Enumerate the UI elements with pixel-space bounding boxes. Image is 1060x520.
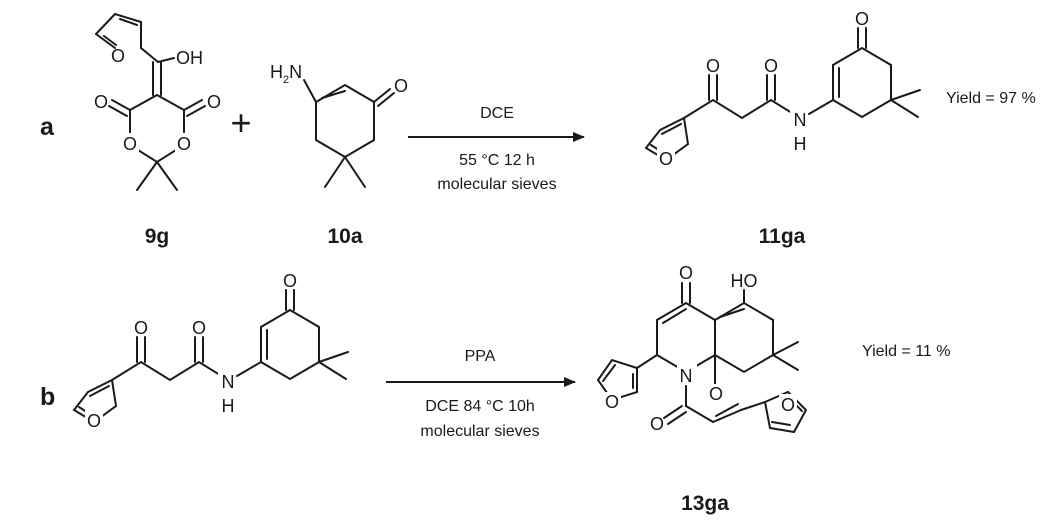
11ga-ring-carbonyl xyxy=(857,27,867,49)
11ga-furan-oxygen: O xyxy=(659,149,673,169)
reaction-a-yield: Yield = 97 % xyxy=(946,90,1036,107)
11ga-furan-ring xyxy=(644,116,690,162)
11ga-ketone xyxy=(708,74,718,101)
13ga-gem-dimethyl xyxy=(772,341,799,371)
molecule-11ga-reactant-b: O O O N H O xyxy=(72,271,349,431)
reaction-a-conditions-line1: 55 °C 12 h xyxy=(459,152,535,169)
10a-cyclohexenone-ring xyxy=(315,83,375,159)
reaction-b-yield: Yield = 11 % xyxy=(862,343,951,360)
10a-gem-dimethyl xyxy=(324,156,366,188)
13ga-furan-oxygen-right: O xyxy=(781,395,795,415)
9g-carbonyl-oxygen-left: O xyxy=(94,92,108,112)
11ga-amide-oxygen: O xyxy=(764,56,778,76)
b-reactant-cyclohexenone-ring xyxy=(260,308,320,381)
13ga-ring-ketone xyxy=(681,282,691,304)
13ga-furan-ring-left xyxy=(596,358,638,402)
compound-label-9g: 9g xyxy=(145,225,170,248)
b-reactant-furan-oxygen: O xyxy=(87,411,101,431)
9g-ring-oxygen-left: O xyxy=(123,134,137,154)
10a-amine: H2N xyxy=(270,62,302,86)
13ga-ring-nitrogen: N xyxy=(680,366,693,386)
13ga-pyranone-double-bond xyxy=(715,403,739,417)
13ga-cyclohexene-ring xyxy=(714,301,774,374)
compound-label-13ga: 13ga xyxy=(681,492,729,515)
13ga-furan-ring-right xyxy=(763,390,808,434)
9g-carbonyl-right xyxy=(183,99,206,117)
13ga-furan-oxygen-left: O xyxy=(605,392,619,412)
reaction-a-conditions-line2: molecular sieves xyxy=(437,176,556,193)
13ga-furan-link-right xyxy=(740,401,766,411)
b-reactant-n-ring-bond xyxy=(236,361,262,377)
13ga-enol-double-bond xyxy=(719,308,745,318)
9g-carbonyl-oxygen-right: O xyxy=(207,92,221,112)
molecule-13ga: O HO N O O O O xyxy=(596,263,808,434)
panel-label-b: b xyxy=(40,383,55,411)
10a-ring-double-bond xyxy=(321,90,346,99)
reaction-b-conditions-line2: molecular sieves xyxy=(420,423,539,440)
13ga-furan-double-bonds-left xyxy=(602,364,634,389)
13ga-enol-hydroxyl: HO xyxy=(731,271,758,291)
b-reactant-amide-oxygen: O xyxy=(192,318,206,338)
11ga-amide-nitrogen: N xyxy=(794,110,807,130)
b-reactant-ketone-oxygen: O xyxy=(134,318,148,338)
b-reactant-amide-hydrogen: H xyxy=(222,396,235,416)
molecule-10a: O H2N xyxy=(270,62,408,188)
b-reactant-ketone xyxy=(136,336,146,363)
9g-hydroxyl: OH xyxy=(176,48,203,68)
plus-sign: + xyxy=(230,102,251,143)
compound-label-11ga: 11ga xyxy=(759,225,806,248)
b-reactant-gem-dimethyl xyxy=(318,351,349,380)
9g-furan-ring xyxy=(95,12,142,49)
13ga-lactone-carbonyl xyxy=(663,405,687,425)
11ga-gem-dimethyl xyxy=(890,89,921,118)
b-reactant-ring-carbonyl xyxy=(285,289,295,311)
11ga-n-ring-bond xyxy=(808,99,834,115)
molecule-11ga: O O O N H O xyxy=(644,9,921,169)
10a-carbonyl xyxy=(373,88,395,107)
10a-c-n-bond xyxy=(303,79,317,103)
13ga-furan-link-left xyxy=(636,354,658,369)
13ga-acyl-chain xyxy=(685,385,742,424)
11ga-amide-carbonyl xyxy=(766,74,776,101)
reaction-b-reagent: PPA xyxy=(465,348,496,365)
9g-ring-oxygen-right: O xyxy=(177,134,191,154)
9g-furan-link xyxy=(140,47,159,63)
b-reactant-ring-carbonyl-oxygen: O xyxy=(283,271,297,291)
11ga-chain xyxy=(683,98,801,120)
b-reactant-furan-ring xyxy=(72,378,118,424)
11ga-ketone-oxygen: O xyxy=(706,56,720,76)
10a-carbonyl-oxygen: O xyxy=(394,76,408,96)
9g-carbonyl-left xyxy=(108,99,131,117)
13ga-ring-ketone-oxygen: O xyxy=(679,263,693,283)
9g-furan-double-bonds xyxy=(103,18,138,46)
reaction-a-reagent: DCE xyxy=(480,105,514,122)
11ga-ring-carbonyl-oxygen: O xyxy=(855,9,869,29)
11ga-amide-hydrogen: H xyxy=(794,134,807,154)
13ga-lactone-carbonyl-oxygen: O xyxy=(650,414,664,434)
panel-label-a: a xyxy=(40,113,55,141)
9g-gem-dimethyl xyxy=(136,161,178,191)
11ga-cyclohexenone-ring xyxy=(832,46,892,119)
b-reactant-amide-carbonyl xyxy=(194,336,204,363)
b-reactant-chain xyxy=(111,360,229,382)
13ga-bridging-oxygen: O xyxy=(709,384,723,404)
reaction-b-conditions-line1: DCE 84 °C 10h xyxy=(425,398,535,415)
9g-exocyclic-double-bond xyxy=(152,61,162,96)
9g-furan-oxygen: O xyxy=(111,46,125,66)
13ga-pyridinone-double-bond xyxy=(662,308,687,324)
13ga-pyridinone-ring xyxy=(656,301,716,374)
b-reactant-amide-nitrogen: N xyxy=(222,372,235,392)
compound-label-10a: 10a xyxy=(327,225,362,248)
molecule-9g: O OH O O O O xyxy=(94,12,221,191)
